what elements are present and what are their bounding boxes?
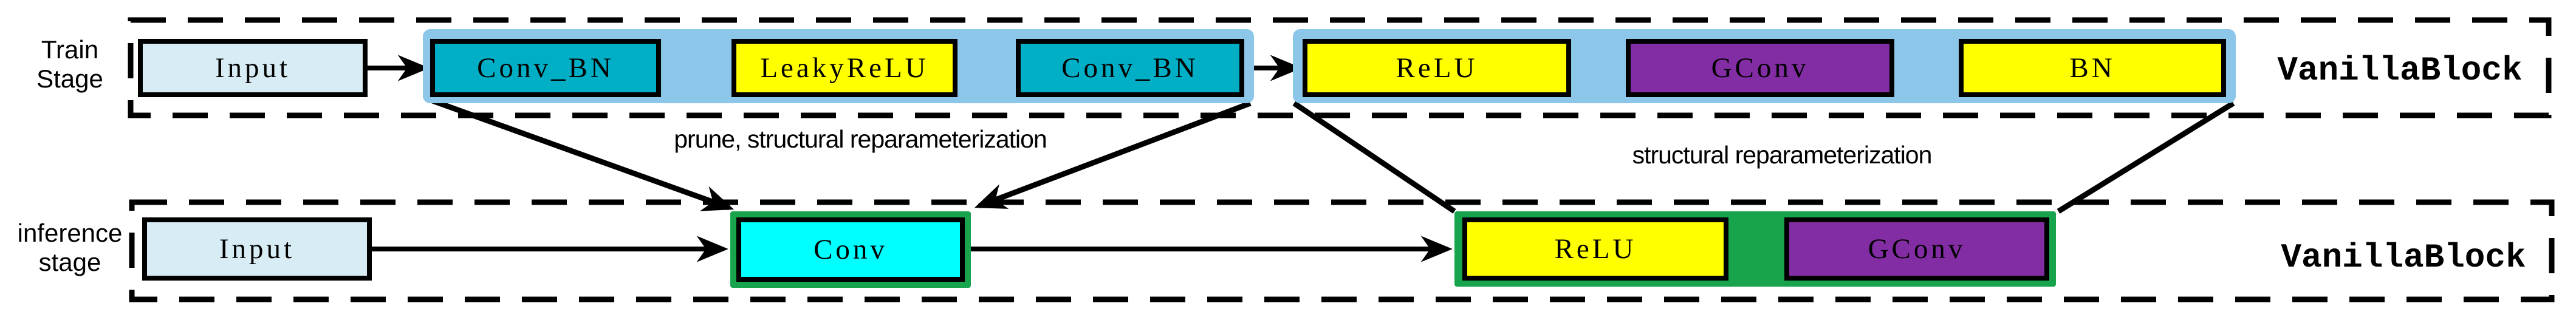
inference-conv-group-bg: Conv (730, 211, 971, 288)
train-block-title: VanillaBlock (2277, 51, 2523, 90)
inference-input-label: Input (219, 233, 295, 265)
train-convbn1-label: Conv_BN (477, 52, 614, 84)
train-leakyrelu-label: LeakyReLU (760, 52, 929, 84)
train-leakyrelu-box: LeakyReLU (731, 39, 957, 97)
train-bn-label: BN (2069, 52, 2115, 84)
train-convbn2-label: Conv_BN (1061, 52, 1199, 84)
inference-conv-label: Conv (814, 234, 888, 265)
inference-relu-label: ReLU (1554, 233, 1637, 265)
inference-gconv-label: GConv (1868, 233, 1966, 265)
inference-stage-label-line2: stage (38, 248, 101, 276)
line-convbn1-to-conv (431, 98, 735, 211)
train-stage-label-line2: Stage (36, 64, 103, 93)
train-stage-label-line1: Train (41, 35, 99, 64)
train-stage-label: Train Stage (18, 35, 122, 94)
inference-stage-dashed-border (129, 199, 2555, 302)
line-relu-to-merge-group (1292, 101, 1456, 214)
train-relu-label: ReLU (1396, 52, 1478, 84)
train-stage-dashed-border (128, 17, 2552, 118)
train-input-box: Input (138, 39, 368, 97)
line-bn-to-merge-group (2057, 101, 2235, 214)
inference-conv-box: Conv (736, 217, 965, 282)
reparam-annotation: structural reparameterization (1632, 141, 1933, 169)
inference-stage-label: inference stage (5, 219, 135, 277)
inference-relu-box: ReLU (1462, 217, 1728, 281)
train-bn-box: BN (1959, 39, 2226, 97)
inference-merge-group-bg: ReLU GConv (1454, 211, 2056, 287)
train-convbn1-box: Conv_BN (430, 39, 661, 97)
train-convbn2-box: Conv_BN (1016, 39, 1244, 97)
train-gconv-box: GConv (1626, 39, 1894, 97)
prune-reparam-annotation: prune, structural reparameterization (674, 125, 1047, 153)
inference-gconv-box: GConv (1784, 217, 2049, 281)
train-relu-box: ReLU (1303, 39, 1571, 97)
inference-block-title: VanillaBlock (2281, 238, 2526, 277)
train-input-label: Input (214, 52, 291, 84)
inference-input-box: Input (142, 217, 372, 281)
train-gconv-label: GConv (1711, 52, 1809, 84)
inference-stage-label-line1: inference (17, 219, 123, 247)
line-convbn2-to-conv (974, 100, 1252, 209)
